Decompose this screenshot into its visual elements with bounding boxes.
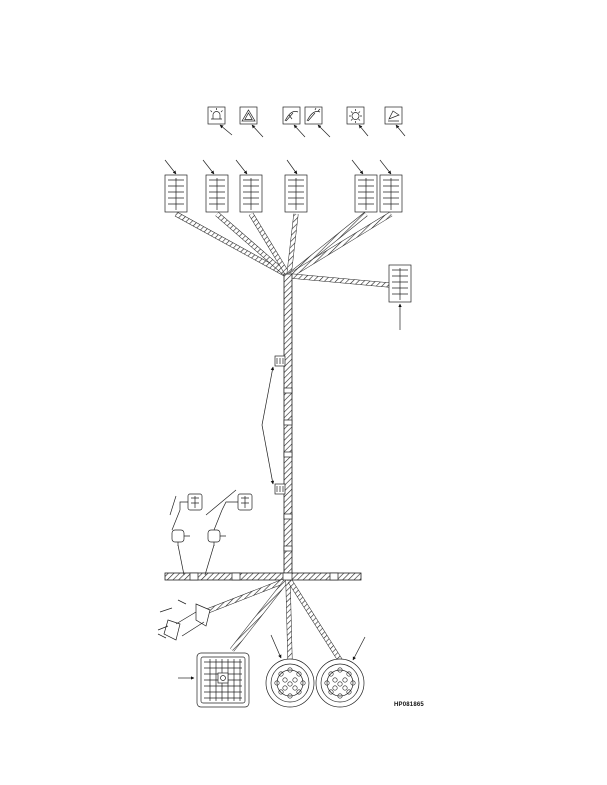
switch-connector-1 xyxy=(164,174,188,213)
switch-connector-6 xyxy=(379,174,403,213)
switch-connector-4 xyxy=(284,174,308,213)
switch-icons-row xyxy=(207,106,403,125)
beacon-icon xyxy=(346,106,365,125)
washer-icon xyxy=(304,106,323,125)
switch-connectors xyxy=(164,174,412,303)
lower-left-plug xyxy=(157,599,211,641)
round-left-leader-arrow xyxy=(270,634,282,659)
sensor-assemblies xyxy=(169,489,253,546)
work-light-icon xyxy=(207,106,226,125)
harness-branches xyxy=(164,211,393,662)
sensor-connector-1 xyxy=(171,493,203,546)
connector-leader-arrows xyxy=(164,159,402,485)
horn-icon xyxy=(384,106,403,125)
hazard-triangle-icon xyxy=(239,106,258,125)
trunk-clips xyxy=(274,355,286,495)
round-connector-right xyxy=(315,658,365,708)
sensor-connector-2 xyxy=(207,493,253,546)
switch-connector-2 xyxy=(205,174,229,213)
icon-leader-arrows xyxy=(219,124,406,138)
switch-connector-5 xyxy=(354,174,378,213)
switch-connector-right xyxy=(388,264,412,303)
trunk-ties xyxy=(189,387,339,581)
switch-connector-3 xyxy=(239,174,263,213)
wiper-icon xyxy=(282,106,301,125)
figure-id: HP081865 xyxy=(394,702,424,708)
round-connector-left xyxy=(265,658,315,708)
rectangular-ecu-connector xyxy=(196,652,250,708)
round-right-leader-arrow xyxy=(352,636,366,661)
